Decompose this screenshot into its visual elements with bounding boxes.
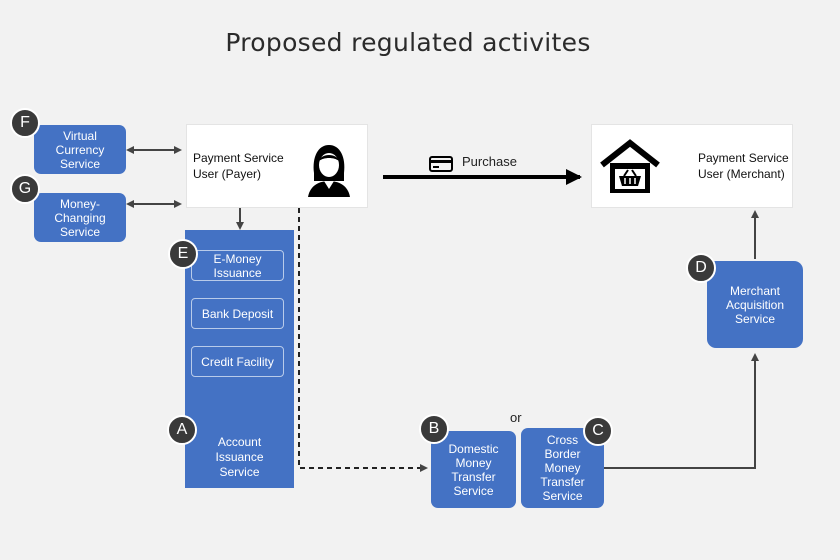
e-money-issuance-label: E-Money Issuance: [213, 251, 262, 280]
virtual-currency-service: Virtual Currency Service: [34, 125, 126, 174]
credit-card-icon: [429, 156, 453, 172]
or-label: or: [510, 410, 522, 425]
shop-basket-icon: [600, 139, 660, 193]
payer-to-transfer-dashed: [298, 208, 428, 472]
domestic-money-transfer-service: Domestic Money Transfer Service: [431, 431, 516, 508]
payer-card: Payment Service User (Payer): [186, 124, 368, 208]
woman-user-icon: [308, 145, 350, 197]
diagram-title: Proposed regulated activites: [225, 28, 591, 57]
virtual-currency-label: Virtual Currency Service: [55, 128, 105, 171]
credit-facility-label: Credit Facility: [201, 354, 274, 369]
bank-deposit-label: Bank Deposit: [201, 306, 274, 321]
money-changing-label: Money- Changing Service: [54, 196, 106, 239]
merchant-card: Payment Service User (Merchant): [591, 124, 793, 208]
account-issuance-label: Account Issuance Service: [215, 435, 264, 479]
credit-facility: Credit Facility: [191, 346, 284, 377]
domestic-transfer-label: Domestic Money Transfer Service: [448, 441, 499, 498]
e-money-issuance: E-Money Issuance: [191, 250, 284, 281]
badge-d: D: [686, 253, 716, 283]
money-changing-service: Money- Changing Service: [34, 193, 126, 242]
badge-g: G: [10, 174, 40, 204]
cross-border-transfer-label: Cross Border Money Transfer Service: [540, 433, 585, 503]
badge-a: A: [167, 415, 197, 445]
merchant-acquisition-service: Merchant Acquisition Service: [707, 261, 803, 348]
cross-border-money-transfer-service: Cross Border Money Transfer Service: [521, 428, 604, 508]
purchase-label: Purchase: [462, 154, 517, 169]
merchant-acquisition-label: Merchant Acquisition Service: [725, 283, 785, 326]
badge-f: F: [10, 108, 40, 138]
bank-deposit: Bank Deposit: [191, 298, 284, 329]
badge-b: B: [419, 414, 449, 444]
payer-label: Payment Service User (Payer): [193, 151, 284, 181]
transfer-to-acquisition-line: [604, 353, 759, 469]
badge-c: C: [583, 416, 613, 446]
badge-e: E: [168, 239, 198, 269]
account-issuance-service: E-Money Issuance Bank Deposit Credit Fac…: [185, 230, 294, 488]
merchant-label: Payment Service User (Merchant): [698, 151, 789, 181]
